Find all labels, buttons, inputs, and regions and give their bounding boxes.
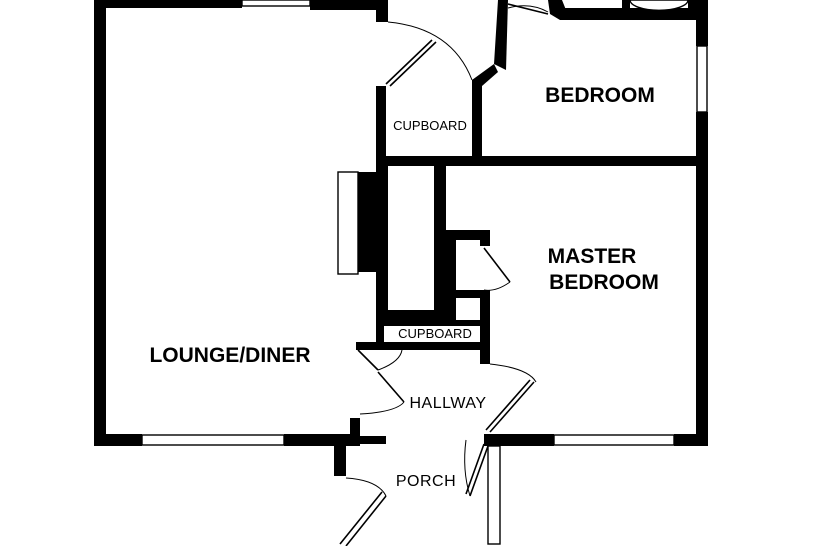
door-leaf-lounge-upper — [385, 39, 433, 85]
window-bedroom-top-bay — [629, 0, 689, 12]
wall-lounge-bottom-a — [94, 434, 142, 446]
wall-cupboard-lower-left — [376, 320, 384, 350]
door-leaf-wardrobe — [483, 247, 511, 283]
door-leaf-porch-inner — [469, 445, 489, 497]
wall-lounge-bottom-stub — [350, 418, 360, 446]
wall-chimney-ledge — [434, 230, 488, 240]
wall-bedroom-top-stub — [622, 0, 630, 10]
door-leaf-porch-inner-2 — [465, 443, 485, 495]
wall-wardrobe-left — [446, 240, 456, 320]
wall-lounge-top-c — [376, 0, 388, 22]
window-master-bottom — [553, 434, 675, 446]
label-lounge-diner: LOUNGE/DINER — [149, 344, 310, 367]
window-chimney-side — [337, 171, 359, 275]
door-arc-wardrobe — [483, 281, 511, 291]
label-hallway: HALLWAY — [410, 395, 487, 412]
wall-chimney-bottom — [376, 310, 446, 320]
wall-cupboard-lower-bottom — [356, 342, 490, 350]
wall-cupboard-upper-right — [472, 80, 482, 166]
door-leaf-front-2 — [339, 491, 383, 545]
door-arc-bedroom — [507, 5, 549, 13]
label-bedroom: BEDROOM — [545, 84, 655, 107]
windows — [141, 0, 708, 545]
walls — [94, 0, 708, 476]
label-master-bedroom-line2: BEDROOM — [549, 271, 659, 294]
wall-chimney-breast — [358, 172, 380, 272]
door-leaf-master-2 — [485, 379, 531, 431]
wall-bedroom-angled-upper — [494, 0, 508, 70]
wall-bedroom-top-stub2 — [688, 0, 696, 10]
door-arc-cupboard-lower — [377, 349, 403, 371]
door-arc-porch-inner — [464, 439, 471, 497]
door-leaf-lounge-hall — [377, 371, 405, 403]
wall-right-upper — [696, 0, 708, 46]
wall-lounge-bottom-b — [284, 434, 356, 446]
wall-chimney-inner-right — [434, 166, 446, 320]
door-arc-front — [345, 477, 387, 497]
wall-lounge-top-a — [94, 0, 242, 8]
wall-bedroom-angled — [472, 64, 498, 86]
label-cupboard-lower: CUPBOARD — [398, 326, 472, 341]
label-cupboard-upper: CUPBOARD — [393, 118, 467, 133]
wall-bedroom-top — [560, 8, 706, 20]
label-porch: PORCH — [396, 473, 456, 490]
door-arc-master — [489, 363, 537, 383]
wall-porch-left — [334, 446, 346, 476]
wall-cupboard-upper-left — [376, 86, 386, 166]
wall-right-mid — [696, 112, 708, 446]
wall-hall-bottom-left — [356, 436, 386, 444]
wall-lounge-top-b — [310, 0, 388, 10]
window-lounge-bottom — [141, 434, 285, 446]
window-lounge-top — [241, 0, 311, 7]
wall-cupboard-upper-bottom — [376, 156, 706, 166]
door-leaf-cupboard-lower — [357, 349, 379, 371]
wall-wardrobe-bottom — [446, 290, 490, 298]
door-leaf-master — [489, 381, 535, 433]
wall-wardrobe-right — [480, 230, 490, 246]
wall-bedroom-top-corner — [548, 0, 566, 20]
door-arc-lounge-upper — [387, 21, 473, 81]
door-leaf-lounge-upper-2 — [389, 41, 437, 87]
doors — [339, 3, 549, 546]
door-leaf-bedroom — [507, 3, 549, 15]
wall-porch-right-stub — [486, 436, 502, 446]
wall-cupboard-lower-top — [376, 320, 490, 326]
wall-master-left — [480, 298, 490, 364]
wall-master-bottom-b — [674, 434, 708, 446]
room-labels: BEDROOM MASTER BEDROOM LOUNGE/DINER CUPB… — [149, 84, 658, 490]
door-leaf-front — [345, 495, 387, 546]
window-porch-right — [487, 445, 501, 545]
window-bedroom-right — [696, 45, 708, 113]
label-master-bedroom-line1: MASTER — [548, 245, 637, 268]
door-arc-lounge-hall — [359, 401, 405, 415]
wall-lounge-left — [94, 0, 106, 446]
